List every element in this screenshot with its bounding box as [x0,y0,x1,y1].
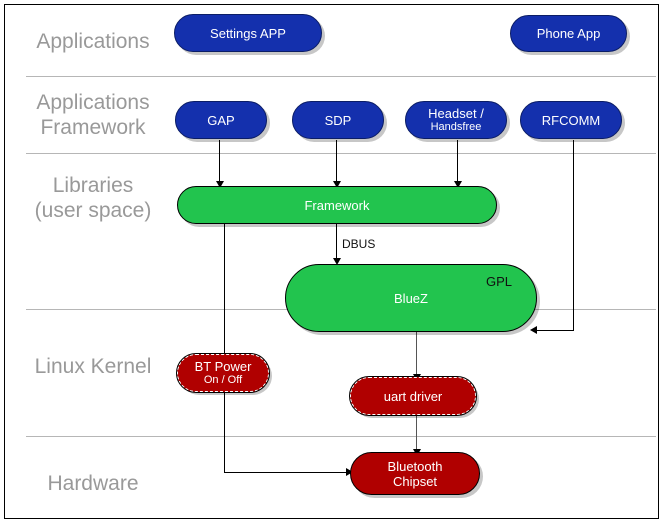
edge-label-dbus: DBUS [342,237,376,251]
divider-framework [26,153,656,154]
edge-sdp-to-framework [336,140,337,184]
edge-uart-to-chipset [416,415,417,453]
node-uart-driver-label: uart driver [383,388,443,404]
node-bluetooth-chipset-sublabel: Chipset [392,473,438,489]
edge-rfcomm-horizontal [535,330,574,331]
arrowhead-sdp-framework [333,181,341,188]
layer-label-applications: Applications [36,30,150,53]
node-bluetooth-chipset[interactable]: Bluetooth Chipset [350,452,480,495]
node-framework-label: Framework [304,197,370,213]
edge-headset-to-framework [457,140,458,184]
edge-gap-to-framework [219,140,220,184]
node-uart-driver[interactable]: uart driver [349,376,477,416]
node-settings-app[interactable]: Settings APP [174,14,322,52]
diagram-frame: Applications Applications Framework Libr… [4,4,659,519]
node-bt-power-label: BT Power [194,359,252,374]
edge-bluez-to-uart [416,332,417,377]
divider-applications [26,76,656,77]
node-phone-app[interactable]: Phone App [510,15,627,52]
edge-rfcomm-vertical [573,140,574,330]
node-rfcomm-label: RFCOMM [541,112,601,128]
edge-framework-to-bluez [336,223,337,263]
node-bluez-label: BlueZ [394,290,428,306]
node-sdp[interactable]: SDP [292,101,384,139]
arrowhead-headset-framework [454,181,462,188]
node-framework[interactable]: Framework [177,186,497,224]
layer-label-libraries: Libraries (user space) [34,174,152,222]
node-bluez-gpl-badge: GPL [486,274,513,289]
layer-label-linux-kernel: Linux Kernel [34,355,152,378]
edge-framework-to-chipset-vertical [224,223,225,472]
divider-kernel [26,436,656,437]
node-phone-app-label: Phone App [536,26,601,41]
arrowhead-rfcomm-bluez [530,326,537,334]
node-bluetooth-chipset-label: Bluetooth [387,458,443,474]
node-sdp-label: SDP [324,112,352,128]
node-headset-label: Headset / [428,106,484,121]
node-bluez[interactable]: BlueZ [285,264,537,332]
arrowhead-gap-framework [216,181,224,188]
layer-label-applications-framework: Applications Framework [36,91,150,139]
edge-framework-to-chipset-horizontal [224,472,350,473]
node-bt-power[interactable]: BT Power On / Off [176,353,270,393]
node-handsfree-sublabel: Handsfree [430,121,482,133]
node-settings-app-label: Settings APP [210,25,286,41]
node-gap-label: GAP [207,112,235,128]
node-rfcomm[interactable]: RFCOMM [520,101,622,139]
arrowhead-framework-bluez [333,258,341,265]
layer-label-hardware: Hardware [47,472,139,495]
node-bt-power-sublabel: On / Off [203,374,243,386]
node-gap[interactable]: GAP [175,101,267,139]
node-headset-handsfree[interactable]: Headset / Handsfree [405,101,507,139]
